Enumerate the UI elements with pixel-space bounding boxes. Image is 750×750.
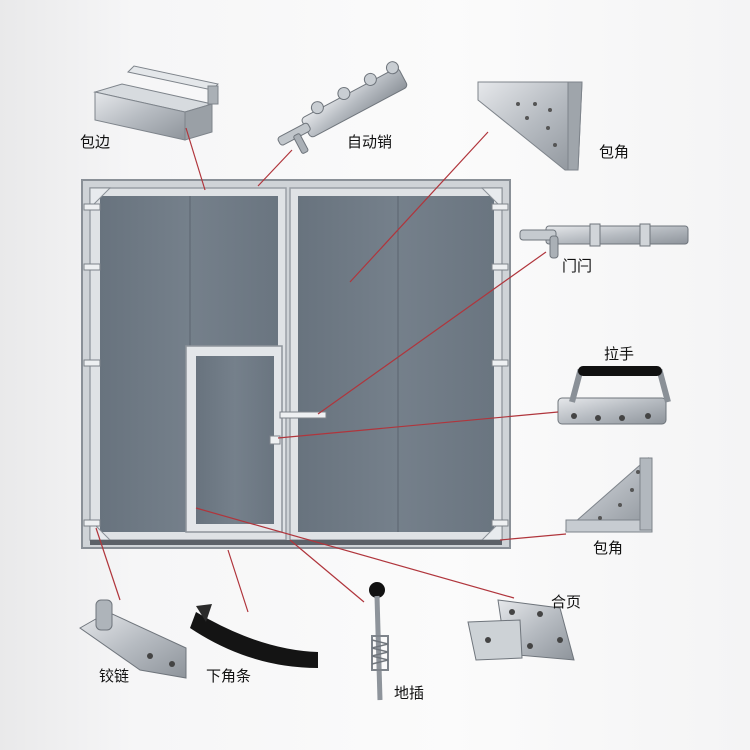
door-hinge	[491, 263, 509, 271]
door-right-panel	[298, 196, 494, 532]
door-hinge	[83, 519, 101, 527]
door-hinge	[83, 203, 101, 211]
door	[81, 179, 511, 549]
label-door-latch: 门闩	[562, 257, 593, 275]
door-corner-brace	[89, 187, 112, 210]
leader-floor-bolt	[289, 539, 365, 603]
wicket-door-panel	[196, 356, 274, 524]
door-hinge	[83, 263, 101, 271]
door-latch-bar	[279, 411, 327, 419]
pull-handle-part	[557, 366, 671, 425]
door-hinge	[491, 359, 509, 367]
label-hinge: 铰链	[99, 667, 130, 685]
door-bottom-seal	[90, 540, 502, 545]
hinge-part	[79, 599, 187, 679]
door-hinge	[83, 359, 101, 367]
corner-brace-bottom-part	[564, 456, 653, 533]
edge-trim-part	[93, 65, 220, 141]
door-corner-brace	[480, 187, 503, 210]
leader-auto-bolt	[257, 149, 293, 187]
leader-lines	[95, 127, 567, 613]
label-floor-bolt: 地插	[394, 684, 425, 702]
label-bottom-seal-strip: 下角条	[206, 667, 252, 685]
floor-bolt-part	[369, 582, 389, 701]
auto-bolt-part	[277, 61, 408, 154]
leader-corner-top	[349, 131, 489, 283]
label-edge-trim: 包边	[80, 133, 111, 151]
hinge-plate-part	[467, 599, 575, 661]
leader-door-latch	[317, 251, 547, 415]
label-hinge-plate: 合页	[551, 593, 582, 611]
leader-pull-handle	[277, 411, 559, 439]
door-latch-part	[519, 223, 689, 259]
leader-hinge	[95, 527, 121, 601]
leader-bottom-seal	[227, 549, 249, 613]
leader-corner-bottom	[499, 533, 567, 541]
corner-brace-top-part	[477, 81, 583, 171]
door-hinge	[491, 203, 509, 211]
door-hinge	[491, 519, 509, 527]
label-corner-brace-top: 包角	[599, 143, 630, 161]
leader-edge-trim	[185, 127, 206, 191]
bottom-seal-strip-part	[190, 604, 318, 668]
label-pull-handle: 拉手	[604, 345, 635, 363]
leader-hinge-plate	[195, 507, 515, 599]
label-corner-brace-bottom: 包角	[593, 539, 624, 557]
door-handle	[269, 435, 281, 445]
label-auto-bolt: 自动销	[347, 133, 393, 151]
